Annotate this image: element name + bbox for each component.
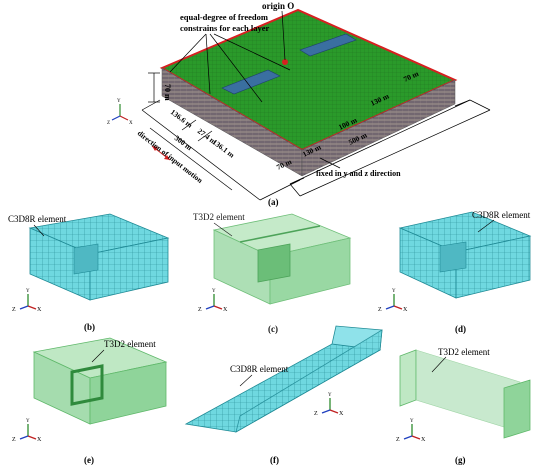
- axis-y-label-a: Y: [117, 99, 121, 104]
- axis-triad-a: Y Z X: [107, 99, 133, 126]
- panel-a: origin O equal-degree of freedom constra…: [107, 1, 491, 207]
- svg-text:Z: Z: [396, 437, 400, 443]
- dim-height-label: 70 m: [163, 84, 172, 101]
- panel-b: C3D8R element (b): [8, 213, 170, 332]
- element-label-c: T3D2 element: [193, 212, 245, 222]
- caption-c: (c): [268, 324, 278, 334]
- origin-leader: [281, 10, 286, 61]
- element-label-e: T3D2 element: [104, 339, 156, 349]
- svg-text:Y: Y: [392, 289, 396, 294]
- caption-a: (a): [268, 197, 279, 207]
- caption-b: (b): [84, 322, 95, 332]
- svg-text:X: X: [223, 307, 228, 313]
- ground-side-face: [301, 79, 456, 177]
- origin-point: [282, 59, 288, 65]
- axis-triad-c: Y Z X: [198, 289, 228, 313]
- axis-triad-b: Y Z X: [12, 289, 42, 313]
- svg-text:Y: Y: [26, 289, 30, 294]
- panel-f: C3D8R element (f): [184, 325, 383, 465]
- axis-triad-g: Y Z X: [396, 419, 426, 443]
- callout-origin: origin O: [262, 1, 294, 11]
- svg-text:X: X: [403, 307, 408, 313]
- caption-e: (e): [84, 455, 94, 465]
- constraint-leaders: [169, 33, 291, 103]
- svg-text:X: X: [339, 411, 344, 417]
- panel-e: T3D2 element (e): [32, 337, 168, 465]
- axis-z-label-a: Z: [107, 121, 110, 126]
- dim-height: [148, 72, 160, 103]
- svg-text:Y: Y: [410, 419, 414, 424]
- panel-g: T3D2 element (g): [399, 347, 531, 465]
- svg-text:Y: Y: [26, 419, 30, 424]
- callout-constraints-2: constrains for each layer: [180, 23, 270, 33]
- callout-fixed: fixed in y and z direction: [316, 169, 401, 178]
- dim-left-lines: [141, 99, 301, 201]
- svg-text:X: X: [37, 307, 42, 313]
- tunnel-right: [299, 33, 357, 57]
- element-label-g: T3D2 element: [438, 347, 490, 357]
- svg-text:Z: Z: [12, 437, 16, 443]
- panel-c: T3D2 element (c): [193, 212, 352, 334]
- motion-label: direction of input motion: [136, 128, 205, 185]
- svg-text:X: X: [37, 437, 42, 443]
- svg-text:X: X: [421, 437, 426, 443]
- dim-right-lines: [289, 99, 491, 197]
- svg-text:Z: Z: [198, 307, 202, 313]
- dim-left-300: 300 m: [173, 133, 194, 152]
- fixed-leader: [319, 157, 341, 169]
- svg-text:Z: Z: [378, 307, 382, 313]
- input-motion-arrow: [151, 145, 171, 161]
- tunnel-left: [221, 69, 281, 95]
- callout-constraints-1: equal-degree of freedom: [180, 12, 268, 22]
- panel-d: C3D8R element (d): [398, 210, 532, 334]
- element-label-b: C3D8R element: [8, 214, 67, 224]
- axis-triad-f: Y Z X: [314, 393, 344, 417]
- element-label-f: C3D8R element: [230, 364, 289, 374]
- svg-text:Y: Y: [212, 289, 216, 294]
- caption-g: (g): [455, 455, 466, 465]
- svg-text:Y: Y: [328, 393, 332, 398]
- axis-x-label-a: X: [129, 121, 133, 126]
- dim-left-136-1: 136.1 m: [211, 137, 237, 160]
- element-label-d: C3D8R element: [472, 210, 531, 220]
- axis-triad-e: Y Z X: [12, 419, 42, 443]
- svg-text:Z: Z: [12, 307, 16, 313]
- svg-text:Z: Z: [314, 411, 318, 417]
- caption-d: (d): [455, 324, 466, 334]
- caption-f: (f): [270, 455, 279, 465]
- axis-triad-d: Y Z X: [378, 289, 408, 313]
